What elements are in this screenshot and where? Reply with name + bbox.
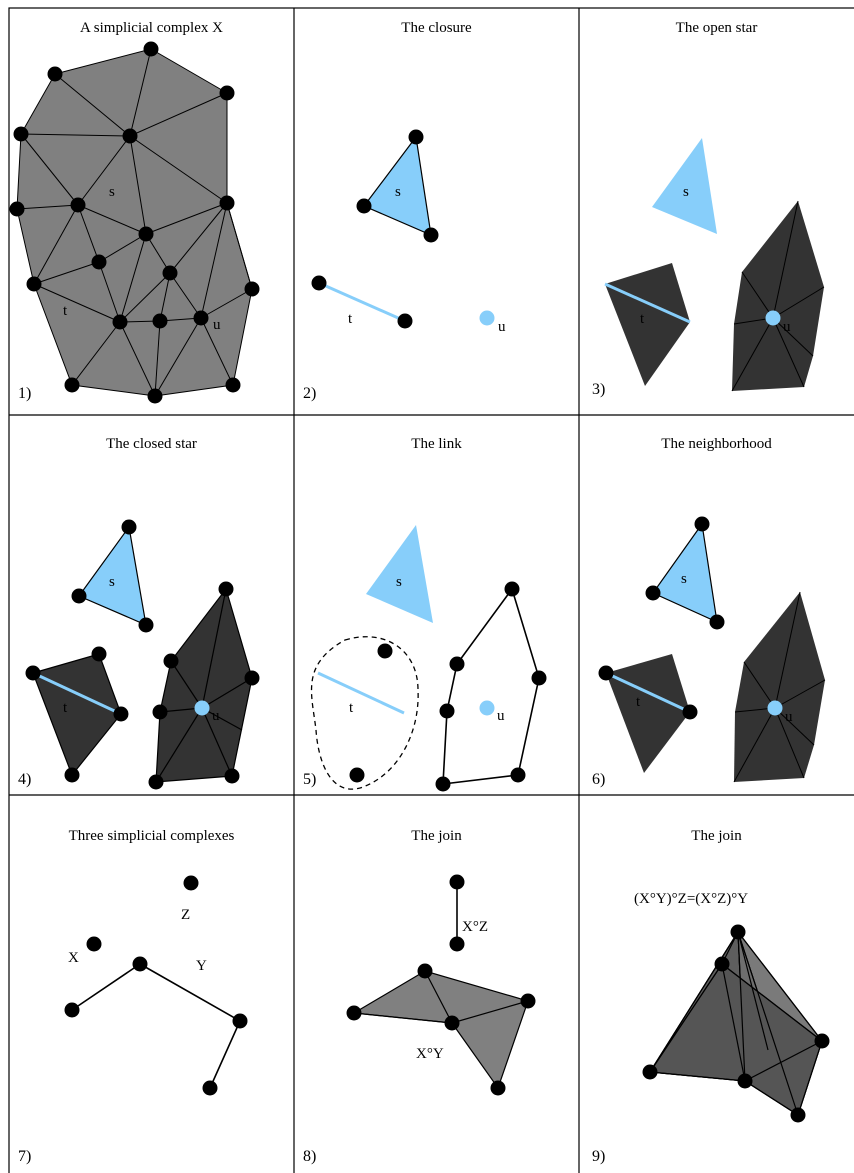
link-vertices [349,581,547,792]
open-star-t-region [605,263,690,386]
panel-6-number: 6) [592,771,606,788]
panel-2-number: 2) [303,385,317,402]
panel-7-number: 7) [18,1148,32,1165]
panel-6-label-t: t [636,694,641,710]
panel-4-label-s: s [109,574,115,590]
panel-6-label-s: s [681,571,687,587]
pyramid-vertices [642,924,830,1123]
complex-region [16,48,253,397]
panel-8-title: The join [411,828,462,844]
panel-2-title: The closure [401,20,472,36]
panel-8-join [346,874,536,1096]
panel-8-label-xz: X°Z [462,919,488,935]
closed-star-vertex-u [194,700,210,716]
closure-triangle-s [363,135,432,236]
panel-9-combined-join [642,924,830,1123]
panel-4-title: The closed star [106,436,197,452]
open-star-t-edge [604,282,691,324]
panel-8-number: 8) [303,1148,317,1165]
panel-1-complex [9,41,260,404]
panel-7-three-complexes [64,875,248,1096]
panel-5-label-s: s [396,574,402,590]
panel-7-title: Three simplicial complexes [68,828,235,844]
panel-2-label-s: s [395,184,401,200]
closed-star-t-region [32,653,122,777]
panel-6-title: The neighborhood [661,436,772,452]
panel-3-label-t: t [640,311,645,327]
panel-1-label-t: t [63,303,68,319]
open-star-vertex-u [765,310,781,326]
panel-8-label-xy: X°Y [416,1046,444,1062]
neighborhood-vertex-u [767,700,783,716]
panel-3-title: The open star [675,20,758,36]
link-edge-t [317,671,405,715]
panel-2-closure [311,129,495,329]
panel-5-label-t: t [349,700,354,716]
panel-9-title: The join [691,828,742,844]
panel-6-neighborhood [598,516,826,783]
panel-5-number: 5) [303,771,317,788]
closed-star-u-edges [155,588,253,783]
neighborhood-t-edge [605,671,691,714]
panel-2-label-t: t [348,311,353,327]
closed-star-vertices [25,519,260,790]
panel-3-open-star [604,138,825,392]
panel-7-label-x: X [68,950,79,966]
panel-4-label-t: t [63,700,68,716]
join-xy-region [352,970,529,1090]
pyramid-edges [649,931,823,1116]
panel-2-label-u: u [498,319,506,335]
panel-grid [8,7,854,1173]
panel-4-number: 4) [18,771,32,788]
open-star-s [652,138,717,234]
link-polygon [442,587,540,785]
panel-7-label-y: Y [196,958,207,974]
complex-edges [16,48,253,397]
panel-5-title: The link [411,436,462,452]
panel-7-label-z: Z [181,907,191,923]
panel-4-closed-star [25,519,260,790]
closure-edge-t [318,281,406,323]
panel-3-number: 3) [592,381,606,398]
panel-3-label-u: u [783,319,791,335]
panel-1-number: 1) [18,385,32,402]
panel-5-label-u: u [497,708,505,724]
three-complexes-vertices [64,875,248,1096]
complex-y-path [71,963,242,1089]
closed-star-s [78,525,147,626]
closed-star-t-edge [32,671,122,716]
neighborhood-vertices [598,516,725,720]
panel-4-label-u: u [212,708,220,724]
pyramid-base [648,963,823,1116]
panel-9-number: 9) [592,1148,606,1165]
link-s [366,525,433,623]
closure-vertex-u [479,310,495,326]
join-vertices [346,874,536,1096]
panel-3-label-s: s [683,184,689,200]
panel-9-label-formula: (X°Y)°Z=(X°Z)°Y [634,891,749,907]
neighborhood-u-edges [733,591,826,783]
closure-vertices [311,129,439,329]
link-vertex-u [479,700,495,716]
panel-5-link [310,525,547,792]
neighborhood-s [652,522,718,624]
neighborhood-t-region [606,654,690,773]
panel-1-label-u: u [213,317,221,333]
panel-1-title: A simplicial complex X [80,20,223,36]
panel-1-label-s: s [109,184,115,200]
panel-6-label-u: u [785,709,793,725]
join-xy-edges [353,970,529,1024]
complex-vertices [9,41,260,404]
closed-star-u-region [155,587,253,783]
